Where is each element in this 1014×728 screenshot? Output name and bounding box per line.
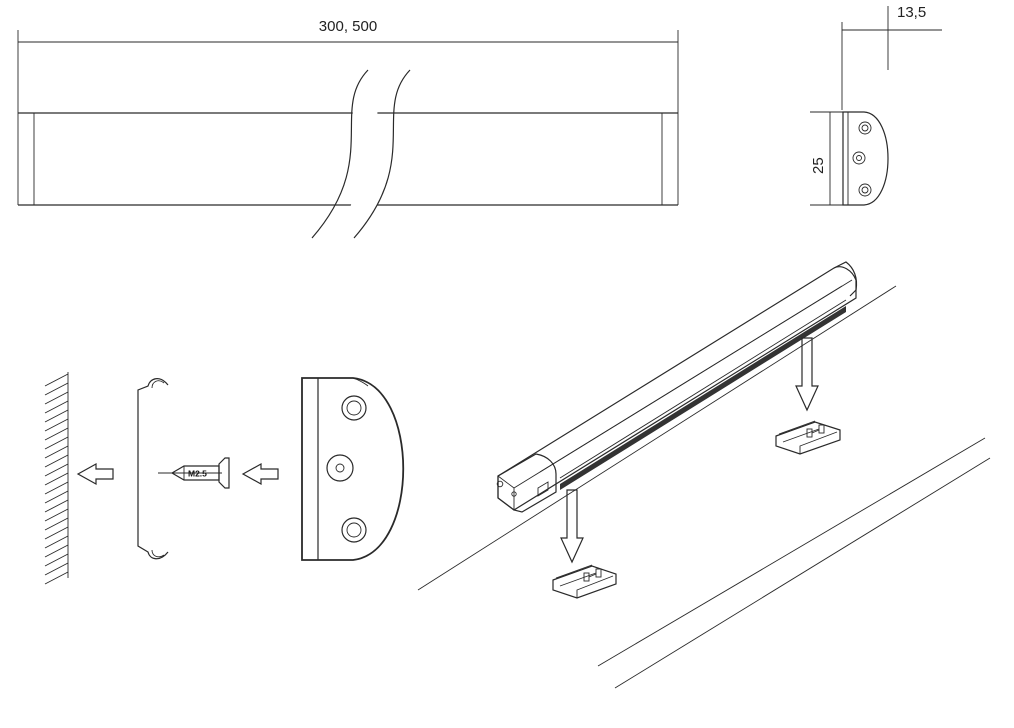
height-dimension-label: 25 <box>810 157 827 174</box>
arrow-left-icon <box>76 462 114 486</box>
hatch-line <box>44 436 69 450</box>
length-dimension-label: 300, 500 <box>319 18 377 35</box>
hatch-line <box>44 499 69 513</box>
wall-hatching <box>44 372 69 585</box>
depth-dimension-label: 13,5 <box>897 4 926 21</box>
hatch-line <box>44 535 69 549</box>
hatch-line <box>44 490 69 504</box>
mounting-clip-profile <box>137 378 169 560</box>
screw-label: M2.5 <box>188 469 207 479</box>
hatch-line <box>44 400 69 414</box>
arrow-left-icon <box>241 462 279 486</box>
hatch-line <box>44 508 69 522</box>
hatch-line <box>44 409 69 423</box>
screw-m25: M2.5 <box>158 457 230 489</box>
hatch-line <box>44 463 69 477</box>
hatch-line <box>44 553 69 567</box>
mounting-clip <box>552 564 617 599</box>
hatch-line <box>44 391 69 405</box>
hatch-line <box>44 373 69 387</box>
profile-side-view: 300, 500 <box>17 18 679 239</box>
hatch-line <box>44 517 69 531</box>
mounting-clip <box>775 420 841 455</box>
hatch-line <box>44 472 69 486</box>
hatch-line <box>44 445 69 459</box>
hatch-line <box>44 481 69 495</box>
isometric-installation-view <box>417 261 991 689</box>
hatch-line <box>44 427 69 441</box>
hatch-line <box>44 418 69 432</box>
hatch-line <box>44 562 69 576</box>
end-cap-front-view: 13,5 25 <box>810 4 942 206</box>
mounting-assembly: M2.5 <box>44 372 405 585</box>
hatch-line <box>44 454 69 468</box>
hatch-line <box>44 382 69 396</box>
arrow-down-icon <box>560 489 584 564</box>
hatch-line <box>44 544 69 558</box>
led-light-bar <box>496 261 858 513</box>
arrow-down-icon <box>795 337 819 412</box>
hatch-line <box>44 571 69 585</box>
hatch-line <box>44 526 69 540</box>
end-cap-large <box>301 377 405 561</box>
